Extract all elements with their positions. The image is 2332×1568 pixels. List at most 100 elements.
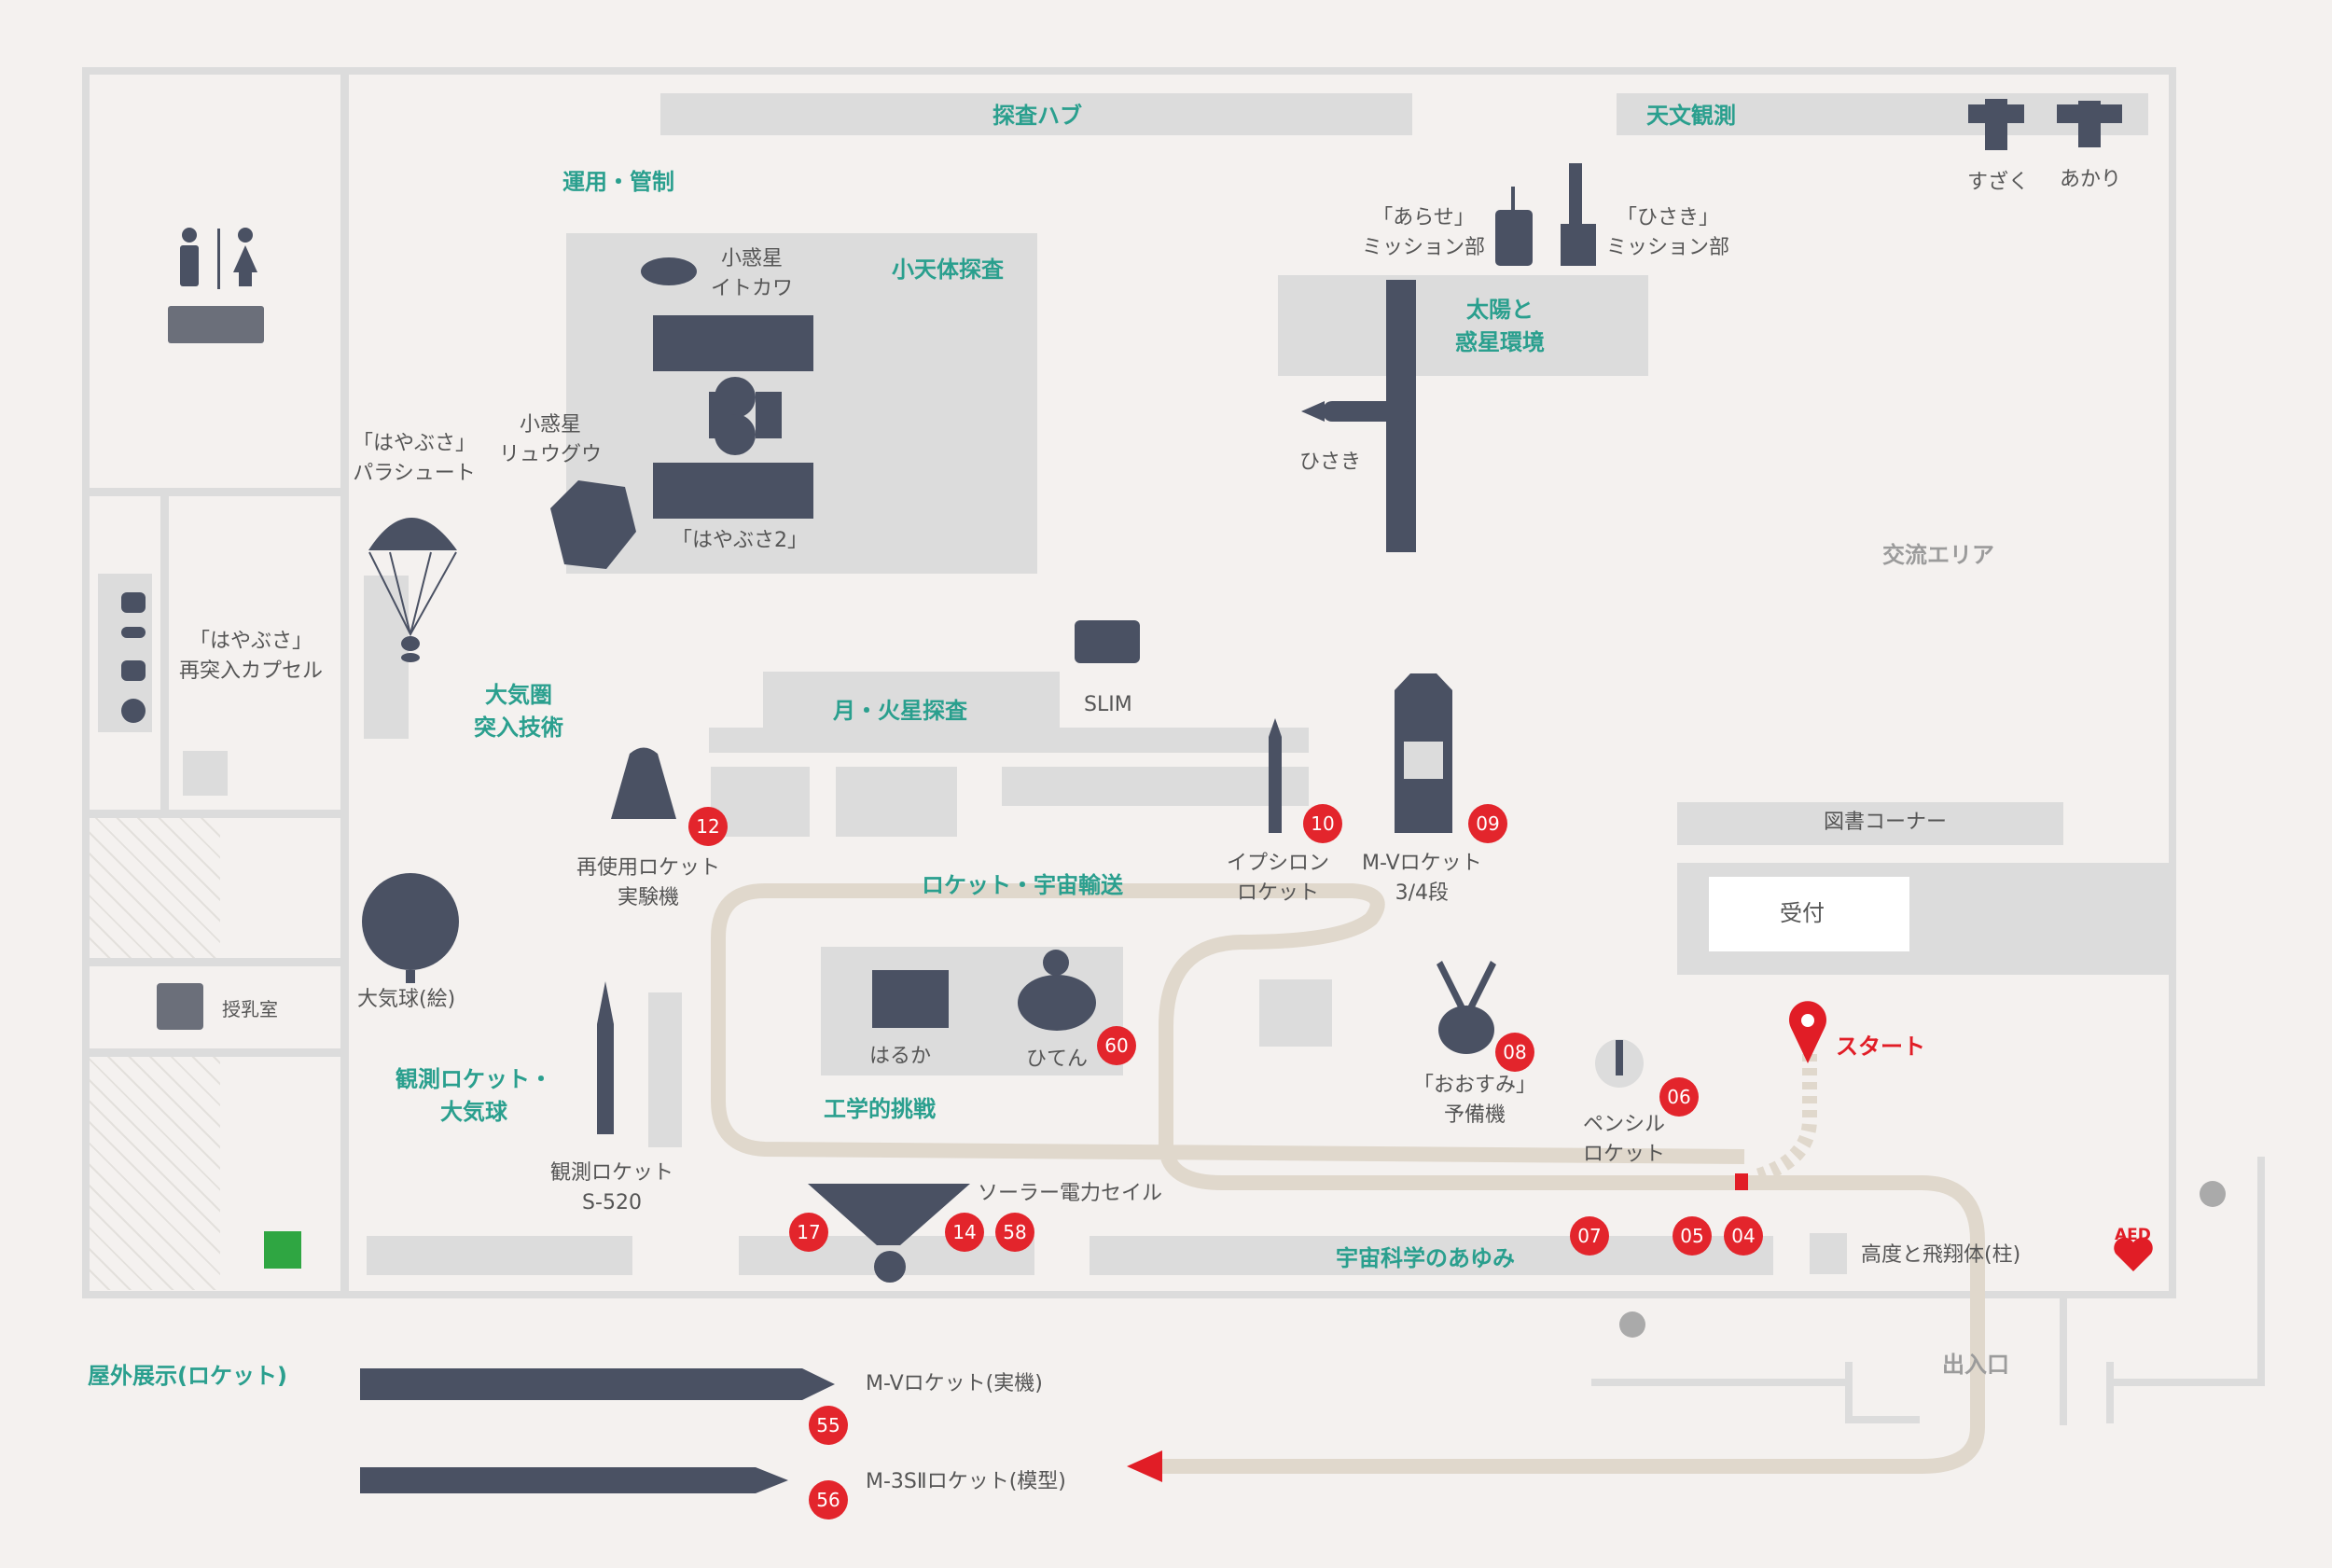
library-bar <box>1677 802 2063 845</box>
wheelchair-icon <box>2200 1181 2226 1207</box>
wall <box>1845 1416 1920 1423</box>
nursing-icon <box>157 983 203 1030</box>
mv-real-icon <box>360 1368 835 1400</box>
badge-07[interactable]: 07 <box>1570 1216 1609 1256</box>
wall <box>1591 1379 1848 1386</box>
small-box <box>183 751 228 796</box>
altitude-pillar <box>1810 1233 1847 1274</box>
label-suzaku: すざく <box>1967 171 2030 194</box>
label-hayabusa2: 「はやぶさ2」 <box>672 529 808 552</box>
label-solar-sail: ソーラー電力セイル <box>978 1182 1163 1205</box>
route-end-arrow <box>1127 1450 1162 1482</box>
wall <box>2106 1379 2265 1386</box>
hatched-area <box>90 818 220 958</box>
suzaku-icon <box>1968 99 2024 150</box>
ryugu-icon <box>550 480 636 569</box>
m3s2-icon <box>360 1467 788 1493</box>
library-label: 図書コーナー <box>1824 811 1948 834</box>
badge-10[interactable]: 10 <box>1303 804 1342 843</box>
capsule-icon <box>121 592 146 723</box>
badge-17[interactable]: 17 <box>789 1213 828 1252</box>
label-start[interactable]: スタート <box>1836 1034 1925 1060</box>
wall <box>1845 1362 1853 1423</box>
wall <box>160 494 169 812</box>
badge-08[interactable]: 08 <box>1495 1033 1534 1072</box>
hisaki-icon <box>1301 280 1416 552</box>
ohsumi-icon <box>1437 961 1496 1054</box>
zone-kogaku: 工学的挑戦 <box>824 1096 936 1122</box>
ayumi-bar <box>1090 1236 1773 1275</box>
hiten-icon <box>1018 950 1096 1031</box>
wall <box>86 810 342 818</box>
s520-icon <box>597 981 614 1134</box>
badge-56[interactable]: 56 <box>809 1480 848 1519</box>
badge-05[interactable]: 05 <box>1673 1216 1712 1256</box>
label-haruka: はるか <box>869 1045 932 1068</box>
s520-panel <box>648 992 682 1147</box>
wheelchair-icon <box>1619 1311 1645 1338</box>
label-m3s2: M-3SⅡロケット(模型) <box>866 1470 1066 1493</box>
wall <box>2106 1362 2114 1423</box>
label-akari: あかり <box>2060 168 2122 191</box>
badge-58[interactable]: 58 <box>995 1213 1034 1252</box>
label-itokawa: 小惑星 イトカワ <box>711 247 794 300</box>
mv-34-icon <box>1395 673 1452 833</box>
slim-icon <box>1075 620 1140 663</box>
tsuki-block <box>763 672 1060 728</box>
zone-rocket-yuso: ロケット・宇宙輸送 <box>922 872 1123 898</box>
wall <box>2060 1295 2067 1425</box>
zone-okugai: 屋外展示(ロケット) <box>88 1363 287 1389</box>
badge-09[interactable]: 09 <box>1468 804 1507 843</box>
label-s520: 観測ロケット S-520 <box>550 1161 674 1214</box>
haruka-icon <box>872 970 949 1028</box>
reception-desk[interactable] <box>1709 877 1909 951</box>
label-reuse-rocket: 再使用ロケット 実験機 <box>576 856 721 909</box>
badge-60[interactable]: 60 <box>1097 1026 1136 1065</box>
label-hisaki: ひさき <box>1299 451 1362 474</box>
badge-14[interactable]: 14 <box>945 1213 984 1252</box>
exhibit-box <box>836 767 957 837</box>
parachute-panel <box>364 576 409 739</box>
zone-taiyo: 太陽と 惑星環境 <box>1455 297 1545 355</box>
label-hisaki-mission: 「ひさき」 ミッション部 <box>1606 206 1730 259</box>
arase-mission-icon <box>1495 187 1533 266</box>
balloon-icon <box>362 873 459 970</box>
label-arase: 「あらせ」 ミッション部 <box>1362 206 1486 259</box>
wall <box>2257 1157 2265 1386</box>
zone-taikiken: 大気圏 突入技術 <box>474 682 563 741</box>
wall <box>86 958 342 966</box>
taiyo-block <box>1278 275 1648 376</box>
route-marker <box>1735 1173 1748 1190</box>
badge-06[interactable]: 06 <box>1659 1077 1699 1117</box>
label-entrance[interactable]: 出入口 <box>1942 1352 2009 1378</box>
label-altitude: 高度と飛翔体(柱) <box>1861 1243 2021 1267</box>
zone-koryu: 交流エリア <box>1882 542 1994 568</box>
badge-04[interactable]: 04 <box>1724 1216 1763 1256</box>
label-epsilon: イプシロン ロケット <box>1227 852 1330 905</box>
tansa-hub-bar <box>660 93 1412 135</box>
hatched-area <box>90 1057 220 1290</box>
exhibit-box <box>1002 767 1309 806</box>
zone-tsuki-kasei: 月・火星探査 <box>833 698 967 724</box>
zone-shotentai: 小天体探査 <box>892 257 1004 283</box>
zone-tenmon: 天文観測 <box>1646 103 1736 129</box>
badge-12[interactable]: 12 <box>688 807 728 846</box>
label-nursing: 授乳室 <box>222 998 278 1020</box>
label-pencil: ペンシル ロケット <box>1583 1113 1666 1166</box>
zone-ayumi: 宇宙科学のあゆみ <box>1336 1245 1515 1271</box>
badge-55[interactable]: 55 <box>809 1406 848 1445</box>
label-slim: SLIM <box>1084 693 1132 716</box>
label-ryugu: 小惑星 リュウグウ <box>499 413 603 466</box>
hisaki-mission-icon <box>1561 163 1596 266</box>
label-capsule: 「はやぶさ」 再突入カプセル <box>179 630 324 683</box>
tsuki-block-strip <box>709 728 1309 753</box>
itokawa-icon <box>641 257 697 285</box>
emergency-exit-icon <box>264 1231 301 1269</box>
epsilon-icon <box>1269 718 1282 833</box>
zone-tansa-hub: 探査ハブ <box>992 103 1082 129</box>
center-box <box>1259 979 1332 1047</box>
parachute-icon <box>368 518 457 550</box>
start-pin-icon <box>1789 1001 1827 1063</box>
zone-unyo: 運用・管制 <box>562 169 674 195</box>
